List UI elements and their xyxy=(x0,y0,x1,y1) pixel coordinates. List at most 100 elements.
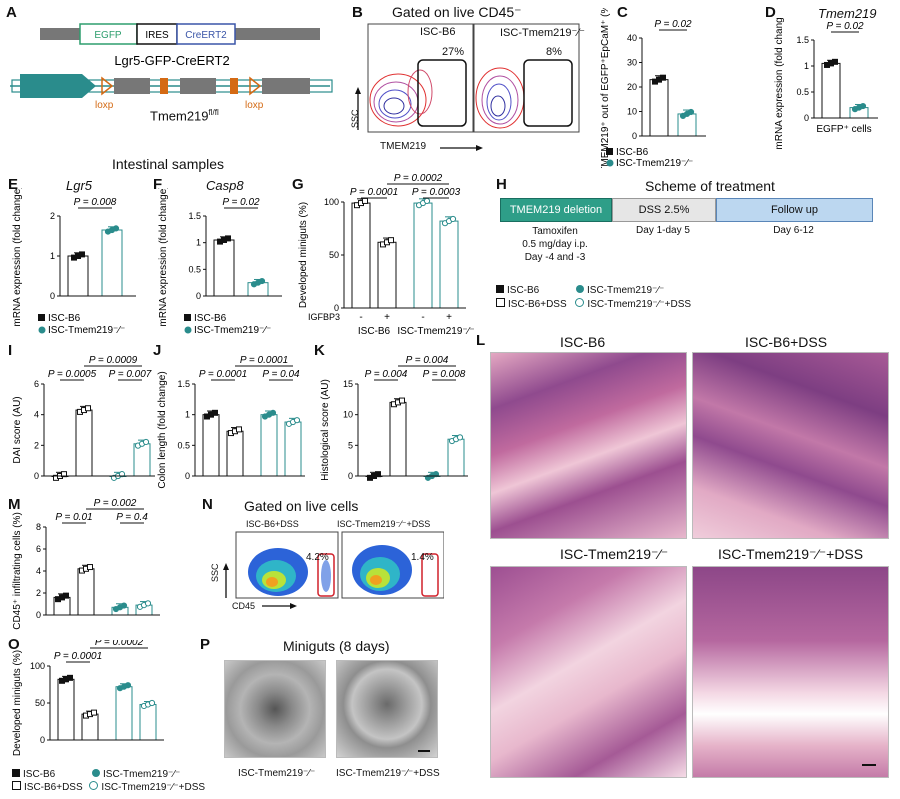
flow-b-left-gate xyxy=(417,59,467,127)
chart-j-pvalue: P = 0.04 xyxy=(262,369,300,380)
legend-o: ISC-B6 ISC-Tmem219⁻⁄⁻ ISC-B6+DSS ISC-Tme… xyxy=(12,768,205,794)
scheme-box-dss: DSS 2.5% xyxy=(612,198,716,222)
flow-plot-n xyxy=(223,531,444,609)
chart-e-legend-swatch-tmem xyxy=(38,326,46,334)
chart-c-ytick-label: 30 xyxy=(627,58,637,68)
chart-k-bar xyxy=(389,401,407,477)
chart-d-point xyxy=(832,58,838,65)
histo-br-label: ISC-Tmem219⁻⁄⁻+DSS xyxy=(718,546,864,562)
chart-i-ytick-label: 4 xyxy=(34,410,39,420)
chart-i-ytick-label: 6 xyxy=(34,379,39,389)
legend-swatch-tmem xyxy=(576,285,585,293)
chart-c-pvalue: P = 0.02 xyxy=(654,19,692,30)
chart-e-bar xyxy=(101,229,123,297)
chart-g-igfbp3-plus: + xyxy=(446,312,452,323)
chart-j-point xyxy=(236,426,242,433)
chart-c-legend-swatch-b6 xyxy=(606,148,613,155)
chart-d-pvalue: P = 0.02 xyxy=(826,21,864,32)
chart-j-pvalue: P = 0.0001 xyxy=(240,355,288,366)
chart-k-point xyxy=(432,471,440,478)
chart-m-point xyxy=(120,602,128,609)
panel-letter-i: I xyxy=(8,342,13,359)
chart-f-legend-b6: ISC-B6 xyxy=(194,313,227,324)
scheme-sub-followup: Day 6-12 xyxy=(773,225,814,236)
chart-f-title: Casp8 xyxy=(206,178,244,193)
chart-f-legend-tmem: ISC-Tmem219⁻⁄⁻ xyxy=(194,325,271,336)
chart-g-igfbp3-minus: - xyxy=(421,312,424,323)
chart-c-ytick-label: 10 xyxy=(627,107,637,117)
flow-n-right-pct: 1.4% xyxy=(411,552,434,563)
chart-k-ytick-label: 0 xyxy=(348,471,353,481)
egfp-label: EGFP xyxy=(94,30,122,41)
chart-f-legend-swatch-tmem xyxy=(184,326,192,334)
chart-j-ytick-label: 1 xyxy=(185,410,190,420)
chart-g-igfbp3-plus: + xyxy=(384,312,390,323)
chart-k-ytick-label: 10 xyxy=(343,410,353,420)
chart-o-ytick-label: 0 xyxy=(40,735,45,745)
chart-k-point xyxy=(399,397,405,404)
chart-i-point xyxy=(61,471,67,478)
chart-o-point xyxy=(91,709,97,716)
loxp-right-icon xyxy=(249,76,262,96)
allele-arrow xyxy=(20,74,96,98)
chart-f-legend-swatch-b6 xyxy=(184,314,191,321)
chart-g-ytick-label: 100 xyxy=(324,197,339,207)
chart-m-pvalue: P = 0.002 xyxy=(94,498,137,509)
chart-k-pvalue: P = 0.004 xyxy=(365,369,408,380)
chart-g-igfbp3-minus: - xyxy=(359,312,362,323)
chart-f-ytick-label: 1.5 xyxy=(188,211,201,221)
chart-e-point xyxy=(112,225,120,232)
chart-g-ytick-label: 50 xyxy=(329,250,339,260)
chart-o-bar xyxy=(115,686,133,741)
section-title: Intestinal samples xyxy=(112,156,225,172)
chart-o-bar xyxy=(57,678,75,741)
loxp-left-label: loxp xyxy=(95,100,114,111)
chart-j-point xyxy=(269,409,277,416)
creert2-box xyxy=(176,23,236,45)
chart-i-bar xyxy=(75,409,93,477)
chart-o-bar xyxy=(139,703,157,741)
chart-f-ytick-label: 1 xyxy=(196,238,201,248)
chart-m-ytick-label: 4 xyxy=(36,566,41,576)
chart-g-group2: ISC-Tmem219⁻⁄⁻ xyxy=(397,326,474,337)
chart-o-ylabel: Developed miniguts (%) xyxy=(12,650,23,756)
chart-j-pvalue: P = 0.0001 xyxy=(199,369,247,380)
chart-e-legend-b6: ISC-B6 xyxy=(48,313,81,324)
chart-i-ytick-label: 0 xyxy=(34,471,39,481)
chart-d-ytick-label: 0.5 xyxy=(796,87,809,97)
chart-j-bar xyxy=(226,430,244,477)
flow-b-title: Gated on live CD45⁻ xyxy=(392,4,522,20)
scale-bar-l xyxy=(862,764,876,766)
chart-m-ytick-label: 2 xyxy=(36,588,41,598)
chart-g-point xyxy=(423,197,431,205)
chart-g-point xyxy=(449,215,457,223)
panel-letter-n: N xyxy=(202,496,213,513)
panel-letter-f: F xyxy=(153,176,163,193)
chart-m-bar xyxy=(77,568,95,616)
minigut-label-right: ISC-Tmem219⁻⁄⁻+DSS xyxy=(336,768,440,779)
chart-c-ytick-label: 40 xyxy=(627,33,637,43)
chart-i-point xyxy=(142,438,150,446)
chart-c-legend-swatch-tmem xyxy=(606,159,614,167)
chart-m-ylabel: CD45⁺ infiltrating cells (%) xyxy=(12,512,23,630)
panel-letter-m: M xyxy=(8,496,21,513)
chart-f-ytick-label: 0 xyxy=(196,291,201,301)
chart-c-point xyxy=(660,74,666,81)
chart-e-ytick-label: 2 xyxy=(50,211,55,221)
chart-k-point xyxy=(375,471,381,478)
chart-g-igfbp3-label: IGFBP3 xyxy=(308,312,340,322)
panel-letter-b: B xyxy=(352,4,363,21)
creert2-label: CreERT2 xyxy=(185,30,227,41)
chart-f-ylabel: mRNA expression (fold change) xyxy=(158,188,169,327)
chart-j-point xyxy=(293,417,301,424)
chart-e-ytick-label: 1 xyxy=(50,251,55,261)
flow-n-left-pct: 4.2% xyxy=(306,552,329,563)
chart-j-ytick-label: 0.5 xyxy=(177,440,190,450)
